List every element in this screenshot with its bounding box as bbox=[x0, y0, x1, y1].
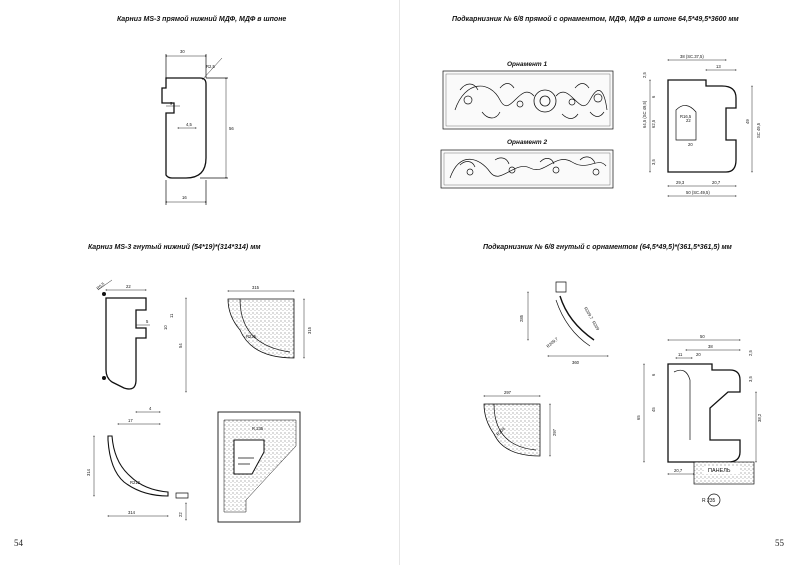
panel-label: ПАНЕЛЬ bbox=[708, 468, 731, 474]
dim-11: 11 bbox=[678, 352, 683, 357]
label-ornament-2: Орнамент 2 bbox=[507, 139, 548, 146]
dim-height-65: 65 bbox=[636, 415, 641, 420]
dim-r209-7-a: R209,7 bbox=[583, 306, 594, 321]
dim-r212: R212 bbox=[130, 480, 141, 485]
label-ornament-1: Орнамент 1 bbox=[507, 61, 548, 68]
dim-10: 10 bbox=[163, 325, 168, 330]
dim-4: 4 bbox=[149, 406, 152, 411]
dim-45: 45 bbox=[651, 407, 656, 412]
dim-13: 13 bbox=[716, 64, 721, 69]
page-number-left: 54 bbox=[14, 538, 23, 548]
dim-r235: R235 bbox=[246, 334, 257, 339]
title-cornice-straight: Карниз MS-3 прямой нижний МДФ, МДФ в шпо… bbox=[117, 16, 287, 23]
dim-22: 22 bbox=[686, 118, 691, 123]
dim-11: 11 bbox=[169, 313, 174, 318]
dim-6: 6 bbox=[651, 373, 656, 376]
dim-height-54: 54 bbox=[178, 343, 183, 348]
dim-2-5: 2,5 bbox=[748, 350, 753, 356]
dim-sc-49-5: SC 49,5 bbox=[756, 122, 761, 138]
dim-29-3: 29,3 bbox=[676, 180, 685, 185]
dim-20: 20 bbox=[696, 352, 701, 357]
dim-360: 360 bbox=[572, 360, 580, 365]
dim-3-5: 3,5 bbox=[651, 159, 656, 165]
title-undercornice-straight: Подкарнизник № 6/8 прямой с орнаментом, … bbox=[452, 16, 739, 23]
drawing-cornice-curved-plan: 315 315 R235 bbox=[227, 285, 312, 359]
dim-3-5: 3,5 bbox=[748, 376, 753, 382]
dim-plan-r209: R209 bbox=[495, 426, 506, 437]
dim-20-7: 20,7 bbox=[674, 468, 683, 473]
drawing-cornice-curved-elevation: 17 4 314 R212 314 22 bbox=[86, 406, 189, 521]
dim-20-7: 20,7 bbox=[712, 180, 721, 185]
dim-297-w: 297 bbox=[504, 390, 512, 395]
ornament-2-panel bbox=[440, 149, 614, 189]
dim-17: 17 bbox=[128, 418, 133, 423]
dim-9: 9 bbox=[170, 101, 173, 106]
dim-base-16: 16 bbox=[182, 195, 187, 200]
dim-62-5: 62,5 bbox=[651, 119, 656, 128]
dim-297-h: 297 bbox=[552, 428, 557, 436]
dim-2-5: 2,5 bbox=[642, 72, 647, 78]
drawing-undercornice-straight-profile: 38 (SC.37,5) 13 64,5 (SC 49,5) 6 62,5 3,… bbox=[642, 54, 761, 197]
drawing-undercornice-curved-plan: 297 297 R209 bbox=[483, 390, 557, 457]
dim-r209-7-b: R209,7 bbox=[545, 336, 559, 349]
dim-22: 22 bbox=[126, 284, 131, 289]
dim-radius-2-5: R2,5 bbox=[206, 64, 216, 69]
dim-285: 285 bbox=[519, 314, 524, 322]
dim-bottom-50: 50 (SC.49,5) bbox=[686, 190, 710, 195]
dim-20: 20 bbox=[688, 142, 693, 147]
dim-width-50: 50 bbox=[700, 334, 705, 339]
dim-plan-width-315: 315 bbox=[252, 285, 260, 290]
title-cornice-curved: Карниз MS-3 гнутый нижний (54*19)*(314*3… bbox=[88, 244, 261, 251]
dim-height-64-5: 64,5 (SC 49,5) bbox=[642, 100, 647, 128]
dim-r16-5: R16,5 bbox=[680, 114, 692, 119]
dim-height-56: 56 bbox=[229, 126, 234, 131]
drawing-undercornice-curved-arc: 285 360 R209,7 R209 R209,7 bbox=[519, 281, 609, 365]
dim-bottom-314: 314 bbox=[128, 510, 136, 515]
dim-6: 6 bbox=[651, 95, 656, 98]
drawing-cornice-curved-profile: R6,5 22 11 10 5 54 bbox=[95, 279, 187, 393]
title-undercornice-curved: Подкарнизник № 6/8 гнутый с орнаментом (… bbox=[483, 244, 732, 251]
dim-detail-r235: R 235 bbox=[702, 498, 716, 504]
dim-elev-314: 314 bbox=[86, 468, 91, 476]
dim-5: 5 bbox=[146, 319, 149, 324]
dim-4-5: 4,5 bbox=[186, 122, 192, 127]
page-spread-divider bbox=[399, 0, 400, 565]
dim-r209: R209 bbox=[591, 320, 601, 332]
dim-detail-radius: R,235 bbox=[252, 426, 264, 431]
dim-22-small: 22 bbox=[178, 512, 183, 517]
ornament-1-panel bbox=[442, 70, 614, 130]
dim-38-2: 38,2 bbox=[757, 413, 762, 422]
dim-top-38: 38 (SC.37,5) bbox=[680, 54, 704, 59]
page-number-right: 55 bbox=[775, 538, 784, 548]
drawing-cornice-curved-detail: R,235 bbox=[217, 411, 301, 523]
dim-r6-5: R6,5 bbox=[95, 281, 106, 291]
dim-38: 38 bbox=[708, 344, 713, 349]
dim-right-49: 49 bbox=[745, 119, 750, 124]
drawing-cornice-straight-profile: 30 R2,5 9 4,5 56 16 bbox=[161, 49, 234, 205]
dim-width-30: 30 bbox=[180, 49, 185, 54]
dim-plan-height-315: 315 bbox=[307, 326, 312, 334]
drawing-undercornice-curved-profile: 50 38 11 20 2,5 65 45 6 3,5 38,2 20,7 ПА… bbox=[636, 334, 762, 507]
